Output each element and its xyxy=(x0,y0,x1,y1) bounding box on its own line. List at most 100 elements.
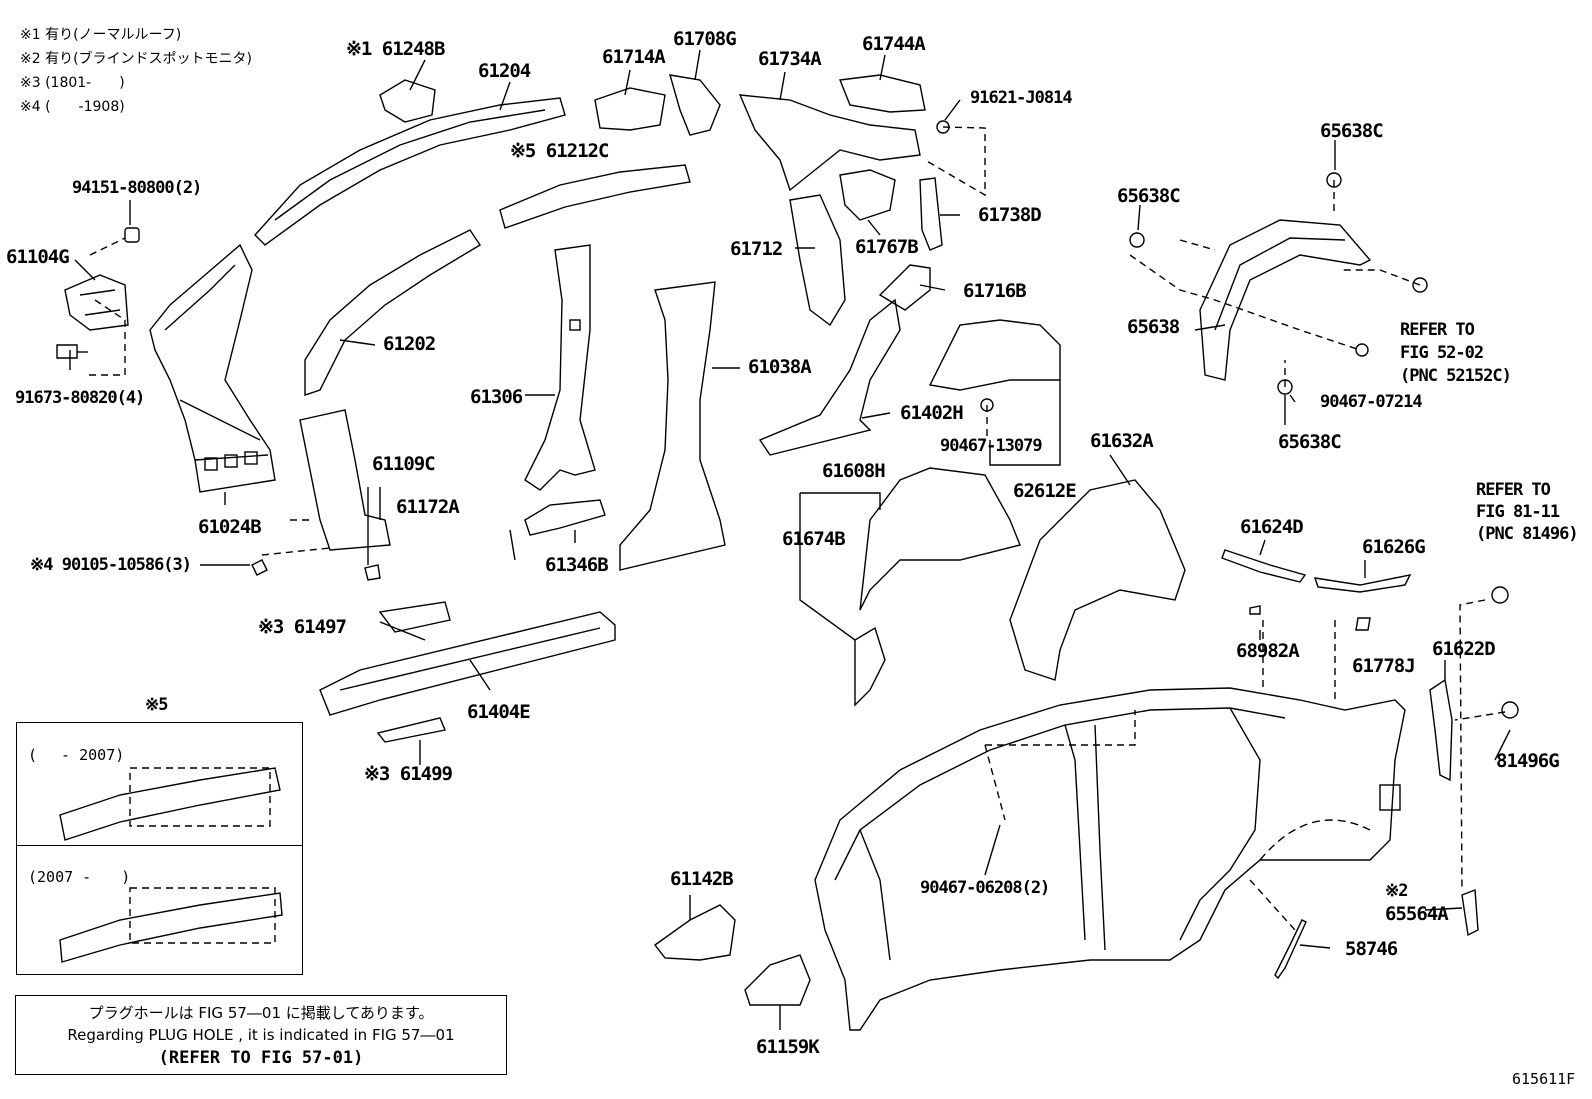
part-label-61608h[interactable]: 61608H xyxy=(822,460,886,482)
part-label-61738d[interactable]: 61738D xyxy=(978,204,1042,226)
part-61404e-drawing xyxy=(319,611,616,716)
part-label-58746[interactable]: 58746 xyxy=(1345,938,1398,960)
leader-lines xyxy=(69,49,1511,1030)
plug-hole-note-en: Regarding PLUG HOLE , it is indicated in… xyxy=(67,1026,455,1044)
part-65564a-drawing xyxy=(1461,889,1479,937)
part-label-91673-80820[interactable]: 91673-80820(4) xyxy=(15,388,145,408)
part-label-61716b[interactable]: 61716B xyxy=(963,280,1027,302)
part-label-61714a[interactable]: 61714A xyxy=(602,46,666,68)
part-61212c-drawing xyxy=(499,164,691,229)
part-61632a-drawing xyxy=(1009,479,1186,681)
part-label-61038a[interactable]: 61038A xyxy=(748,356,812,378)
part-label-61624d[interactable]: 61624D xyxy=(1240,516,1304,538)
part-label-65564a[interactable]: 65564A xyxy=(1385,903,1449,925)
footnote-4: ※4 ( -1908) xyxy=(20,99,125,115)
part-label-61767b[interactable]: 61767B xyxy=(855,236,919,258)
part-label-61404e[interactable]: 61404E xyxy=(467,701,531,723)
part-61038a-drawing xyxy=(619,281,726,571)
part-label-61172a[interactable]: 61172A xyxy=(396,496,460,518)
part-label-65638c-top[interactable]: 65638C xyxy=(1320,120,1384,142)
refer-fig-81-11-line2[interactable]: FIG 81-11 xyxy=(1476,502,1560,522)
part-61734a-drawing xyxy=(738,94,921,192)
part-label-91621-j0814[interactable]: 91621-J0814 xyxy=(970,88,1073,108)
part-61714a-drawing xyxy=(594,87,666,131)
part-label-90467-06208[interactable]: 90467-06208(2) xyxy=(920,878,1050,898)
part-61744a-drawing xyxy=(839,74,926,113)
part-61778j-drawing xyxy=(1355,617,1371,631)
part-label-61104g[interactable]: 61104G xyxy=(6,246,70,268)
part-61306-drawing xyxy=(524,244,596,491)
refer-fig-52-02-line1[interactable]: REFER TO xyxy=(1400,320,1475,340)
part-label-61674b[interactable]: 61674B xyxy=(782,528,846,550)
part-label-61142b[interactable]: 61142B xyxy=(670,868,734,890)
part-label-61212c[interactable]: ※5 61212C xyxy=(510,140,609,162)
part-label-81496g[interactable]: 81496G xyxy=(1496,750,1560,772)
footnote-5-mark: ※5 xyxy=(145,695,169,715)
part-label-61306[interactable]: 61306 xyxy=(470,386,523,408)
part-61712-drawing xyxy=(789,194,846,327)
part-61738d-drawing xyxy=(919,177,943,251)
part-label-61622d[interactable]: 61622D xyxy=(1432,638,1496,660)
refer-fig-81-11-line3[interactable]: (PNC 81496) xyxy=(1476,524,1579,544)
part-61716b-drawing xyxy=(878,264,931,311)
part-label-61159k[interactable]: 61159K xyxy=(756,1036,820,1058)
plug-hole-note-box: プラグホールは FIG 57―01 に掲載してあります。 Regarding P… xyxy=(15,995,507,1075)
part-label-61499[interactable]: ※3 61499 xyxy=(364,763,453,785)
part-label-61744a[interactable]: 61744A xyxy=(862,33,926,55)
part-label-68982a[interactable]: 68982A xyxy=(1236,640,1300,662)
part-label-65638c-left[interactable]: 65638C xyxy=(1117,185,1181,207)
part-label-61712[interactable]: 61712 xyxy=(730,238,783,260)
part-label-61708g[interactable]: 61708G xyxy=(673,28,737,50)
part-label-65638[interactable]: 65638 xyxy=(1127,316,1180,338)
part-61172a-drawing xyxy=(364,564,381,581)
plug-hole-note-jp: プラグホールは FIG 57―01 に掲載してあります。 xyxy=(88,1004,434,1022)
refer-fig-52-02-line2[interactable]: FIG 52-02 xyxy=(1400,343,1484,363)
part-61204-drawing xyxy=(254,97,566,246)
part-body-side-outer-drawing xyxy=(814,687,1406,1031)
part-61497-drawing xyxy=(378,601,451,633)
part-label-61024b[interactable]: 61024B xyxy=(198,516,262,538)
part-label-62612e[interactable]: 62612E xyxy=(1013,480,1077,502)
part-label-61497[interactable]: ※3 61497 xyxy=(258,616,347,638)
part-label-61778j[interactable]: 61778J xyxy=(1352,655,1416,677)
part-61248b-drawing xyxy=(379,79,436,123)
part-label-61626g[interactable]: 61626G xyxy=(1362,536,1426,558)
part-label-61632a[interactable]: 61632A xyxy=(1090,430,1154,452)
part-61142b-drawing xyxy=(654,904,736,961)
inset-title-after-2007: (2007 - ) xyxy=(28,868,131,886)
part-65638-drawing xyxy=(1199,219,1372,381)
plug-hole-refer-link[interactable]: (REFER TO FIG 57-01) xyxy=(158,1048,364,1068)
part-label-61248b[interactable]: ※1 61248B xyxy=(346,38,445,60)
footnote-3: ※3 (1801- ) xyxy=(20,75,125,91)
footnote-1: ※1 有り(ノーマルルーフ) xyxy=(20,27,182,43)
bolt-drawings xyxy=(56,227,268,576)
part-61104g-drawing xyxy=(64,274,129,331)
part-label-61204[interactable]: 61204 xyxy=(478,60,531,82)
part-61109c-drawing xyxy=(299,409,391,551)
dashed-leader-lines xyxy=(85,126,1506,931)
part-label-61109c[interactable]: 61109C xyxy=(372,453,436,475)
part-68982a-drawing xyxy=(1249,605,1261,615)
part-61159k-drawing xyxy=(744,954,811,1006)
inset-box-after-2007 xyxy=(16,845,303,975)
part-label-90467-07214[interactable]: 90467-07214 xyxy=(1320,392,1423,412)
part-label-65638c-bottom[interactable]: 65638C xyxy=(1278,431,1342,453)
part-label-61734a[interactable]: 61734A xyxy=(758,48,822,70)
part-label-94151-80800[interactable]: 94151-80800(2) xyxy=(72,178,202,198)
part-61626g-drawing xyxy=(1313,574,1412,593)
part-label-61202[interactable]: 61202 xyxy=(383,333,436,355)
part-label-61402h[interactable]: 61402H xyxy=(900,402,964,424)
part-label-61346b[interactable]: 61346B xyxy=(545,554,609,576)
inset-title-before-2007: ( - 2007) xyxy=(28,746,125,764)
part-58746-drawing xyxy=(1274,919,1307,980)
part-label-90467-13079[interactable]: 90467-13079 xyxy=(940,436,1043,456)
part-61402h-drawing xyxy=(758,298,901,456)
refer-fig-81-11-line1[interactable]: REFER TO xyxy=(1476,480,1551,500)
part-61708g-drawing xyxy=(669,74,721,136)
refer-fig-52-02-line3[interactable]: (PNC 52152C) xyxy=(1400,366,1512,386)
part-label-90105-10586[interactable]: ※4 90105-10586(3) xyxy=(30,555,192,575)
inset-part-drawings xyxy=(59,767,283,963)
part-61674b-drawing xyxy=(854,626,886,707)
part-61202-drawing xyxy=(304,229,481,396)
